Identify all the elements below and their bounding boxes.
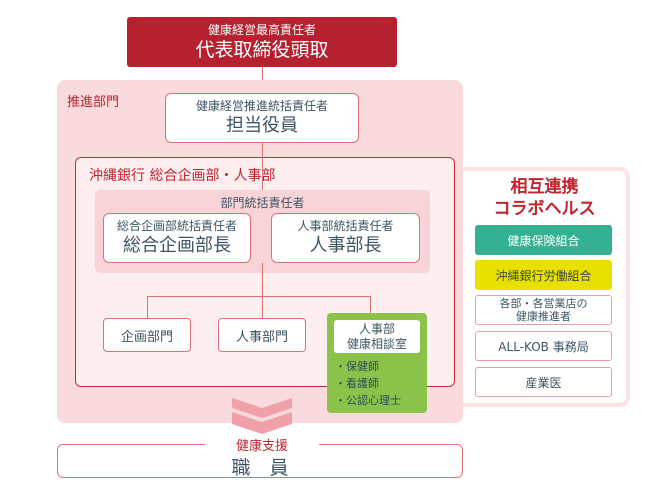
collab-item-all-kob: ALL-KOB 事務局 [475,331,612,361]
staff-title: 職 員 [231,456,289,479]
collab-item-line2: 健康推進者 [516,310,571,323]
hr-unit-box: 人事部門 [218,318,306,352]
staff-label: 健康支援 [205,435,319,454]
ceo-role: 健康経営最高責任者 [207,22,316,37]
connector-line [262,143,263,157]
collab-item-health-insurance: 健康保険組合 [475,225,612,255]
connector-line [147,296,371,297]
consult-title-line2: 健康相談室 [346,336,407,351]
officer-role: 健康経営推進統括責任者 [195,99,328,113]
dept-heads-label: 部門統括責任者 [220,196,305,210]
promotion-label: 推進部門 [67,95,120,110]
connector-line [262,296,263,318]
consult-member: ・保健師 [335,360,379,373]
collab-item-industrial-doctor: 産業医 [475,367,612,397]
collab-item-branch-promoters: 各部・各営業店の 健康推進者 [475,295,612,325]
hr-head-box: 人事部統括責任者 人事部長 [271,213,420,263]
consult-title-line1: 人事部 [358,321,395,336]
planning-head-role: 総合企画部統括責任者 [116,219,237,233]
planning-head-title: 総合企画部長 [123,235,231,256]
consult-members: ・保健師 ・看護師 ・公認心理士 [335,358,401,409]
connector-line [262,263,263,296]
health-consult-box: 人事部 健康相談室 ・保健師 ・看護師 ・公認心理士 [327,313,427,413]
collab-title-line1: 相互連携 [510,177,579,197]
hr-head-role: 人事部統括責任者 [297,219,394,233]
collab-item-labor-union: 沖縄銀行労働組合 [475,260,612,290]
health-consult-title: 人事部 健康相談室 [334,320,420,353]
ceo-title: 代表取締役頭取 [195,38,329,61]
officer-box: 健康経営推進統括責任者 担当役員 [165,93,359,143]
planning-head-box: 総合企画部統括責任者 総合企画部長 [103,213,251,263]
collab-title: 相互連携 コラボヘルス [463,176,626,220]
connector-line [147,296,148,318]
officer-title: 担当役員 [226,115,298,136]
hr-head-title: 人事部長 [309,235,382,256]
connector-line [370,296,371,313]
consult-member: ・公認心理士 [335,394,401,407]
collab-item-line1: 各部・各営業店の [499,297,588,310]
ceo-box: 健康経営最高責任者 代表取締役頭取 [127,17,397,67]
chevron-down-icon [232,398,292,434]
connector-line [262,157,263,190]
bank-dept-title: 沖縄銀行 総合企画部・人事部 [89,168,276,184]
collab-title-line2: コラボヘルス [493,199,596,219]
consult-member: ・看護師 [335,377,379,390]
planning-unit-box: 企画部門 [103,318,191,352]
